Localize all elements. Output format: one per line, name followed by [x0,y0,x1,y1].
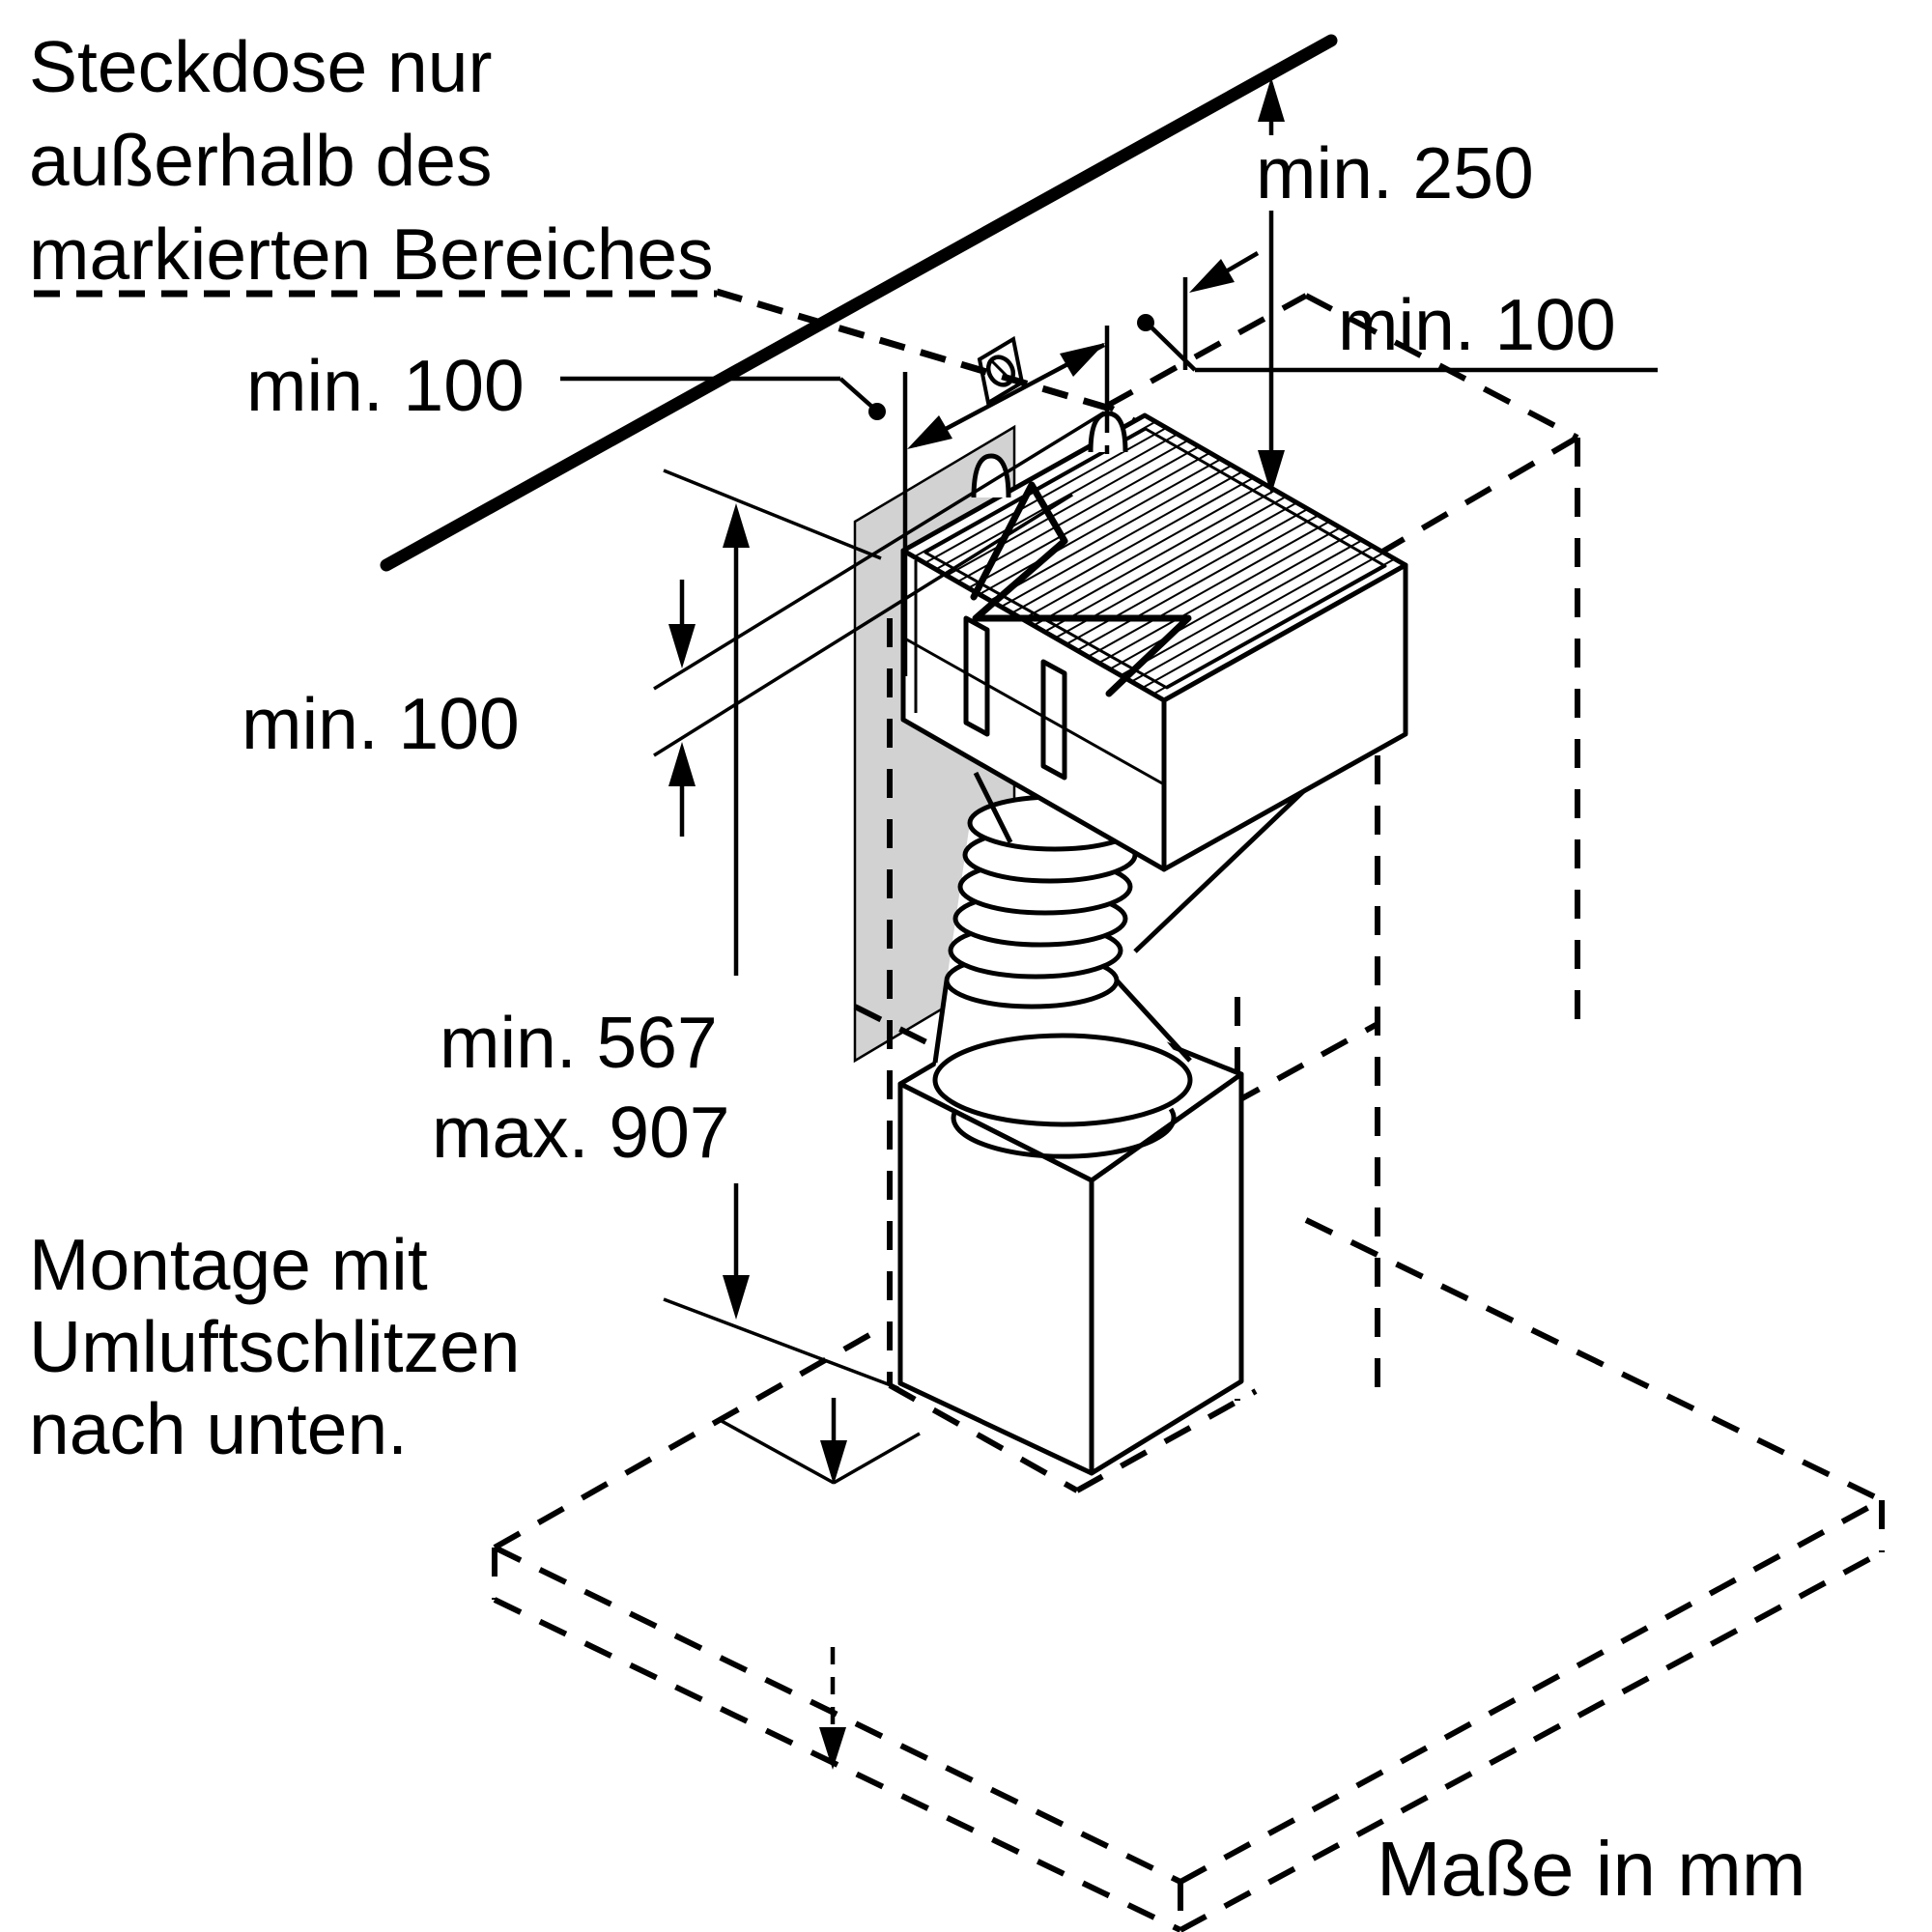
units-note: Maße in mm [1377,1826,1806,1912]
dim-top-gap [653,411,1105,837]
dim-label-min-567: min. 567 [440,1002,718,1083]
slots-direction-arrow [719,1398,921,1485]
note-mount-line2: Umluftschlitzen [29,1306,520,1387]
dim-central-clearance [902,326,1110,676]
hose-cone-adapter [932,979,1193,1159]
dim-right-clearance [1137,251,1658,373]
socket-icon [977,335,1025,407]
dim-label-right-100: min. 100 [1338,284,1616,365]
ceiling-line [380,34,1338,572]
filter-box [900,411,1408,953]
dim-label-max-907: max. 907 [432,1092,730,1173]
note-mount-line1: Montage mit [29,1224,428,1305]
dim-label-left-100: min. 100 [246,345,525,426]
note-mount-line3: nach unten. [29,1388,408,1469]
wire-bracket [970,481,1192,697]
note-socket-line2: außerhalb des [29,120,492,201]
marked-region-boundary [34,288,1108,412]
countertop-outline [492,1217,1885,1932]
countertop-projection-arrow [819,1647,846,1770]
note-socket-line3: markierten Bereiches [29,213,714,295]
dim-left-clearance-leader [560,376,886,420]
note-socket-line1: Steckdose nur [29,26,492,107]
dim-ceiling-clearance [1258,77,1285,495]
dim-height [663,469,899,1390]
dim-label-250: min. 250 [1256,132,1534,213]
flexible-hose [944,794,1143,1009]
dim-label-gap-100: min. 100 [242,683,520,764]
